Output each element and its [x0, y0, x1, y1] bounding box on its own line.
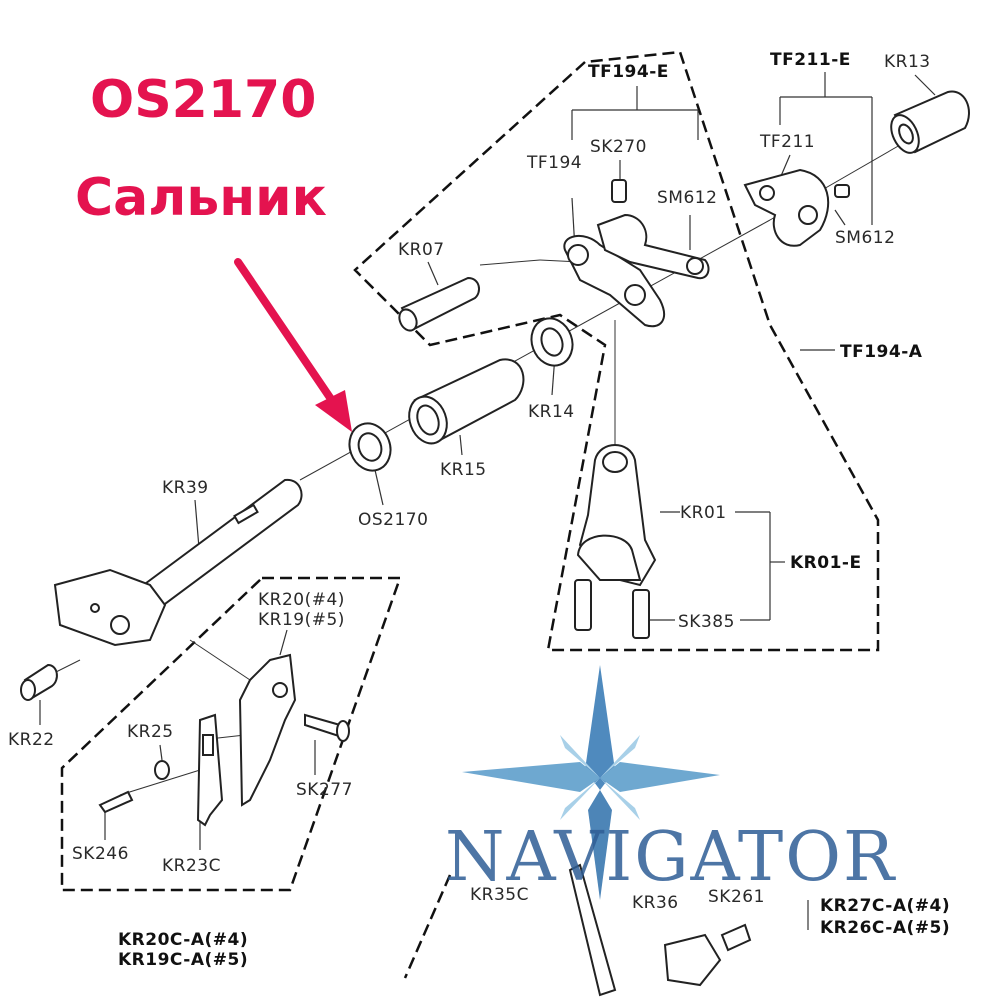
label-kr20c-a: KR20C-A(#4)	[118, 930, 249, 950]
label-kr15: KR15	[440, 460, 487, 480]
label-tf194-a: TF194-A	[840, 342, 923, 362]
label-sk277: SK277	[296, 780, 353, 800]
label-kr36: KR36	[632, 893, 679, 913]
label-kr35c: KR35C	[470, 885, 529, 905]
label-sk385: SK385	[678, 612, 735, 632]
label-kr20-4: KR20(#4)	[258, 590, 345, 610]
kr14-part	[530, 317, 574, 367]
kr20-kr19-part	[238, 653, 297, 807]
label-tf211: TF211	[760, 132, 816, 152]
label-sk246: SK246	[72, 844, 129, 864]
sk277-part	[304, 713, 350, 742]
pointer-arrow	[234, 258, 352, 432]
kr36-part	[663, 933, 722, 987]
kr35c-outline	[403, 874, 452, 979]
label-os2170: OS2170	[358, 510, 429, 530]
label-kr01: KR01	[680, 503, 727, 523]
part-code-title: OS2170	[90, 70, 317, 130]
sk261-part	[720, 923, 752, 952]
tf211-part	[743, 168, 850, 247]
kr25-part	[154, 760, 170, 780]
sk246-part	[98, 790, 134, 814]
kr22-part	[20, 663, 58, 701]
kr07-part	[398, 276, 481, 332]
os2170-part	[348, 422, 392, 472]
kr39-part	[53, 478, 303, 647]
part-name-title: Сальник	[75, 168, 327, 228]
label-sm612-a: SM612	[657, 188, 718, 208]
label-sm612-b: SM612	[835, 228, 896, 248]
label-kr23c: KR23C	[162, 856, 221, 876]
kr13-part	[890, 90, 970, 154]
label-tf211-e: TF211-E	[770, 50, 851, 70]
label-kr22: KR22	[8, 730, 55, 750]
label-kr01-e: KR01-E	[790, 553, 862, 573]
label-sk270: SK270	[590, 137, 647, 157]
parts	[20, 90, 970, 997]
label-kr07: KR07	[398, 240, 445, 260]
label-sk261: SK261	[708, 887, 765, 907]
navigator-compass-logo	[462, 665, 720, 900]
label-tf194: TF194	[527, 153, 583, 173]
kr23c-part	[196, 713, 224, 827]
label-kr26c-a: KR26C-A(#5)	[820, 918, 951, 938]
label-kr27c-a: KR27C-A(#4)	[820, 896, 951, 916]
label-kr19-5: KR19(#5)	[258, 610, 345, 630]
kr15-part	[408, 358, 525, 445]
label-kr13: KR13	[884, 52, 931, 72]
kr01-part	[574, 444, 657, 639]
label-kr39: KR39	[162, 478, 209, 498]
label-kr25: KR25	[127, 722, 174, 742]
kr20c-a-outline	[60, 576, 402, 892]
navigator-watermark: NAVIGATOR	[445, 818, 897, 897]
tf194-part	[563, 179, 710, 328]
label-tf194-e: TF194-E	[588, 62, 669, 82]
label-kr14: KR14	[528, 402, 575, 422]
label-kr19c-a: KR19C-A(#5)	[118, 950, 249, 970]
kr35c-part	[568, 863, 617, 997]
